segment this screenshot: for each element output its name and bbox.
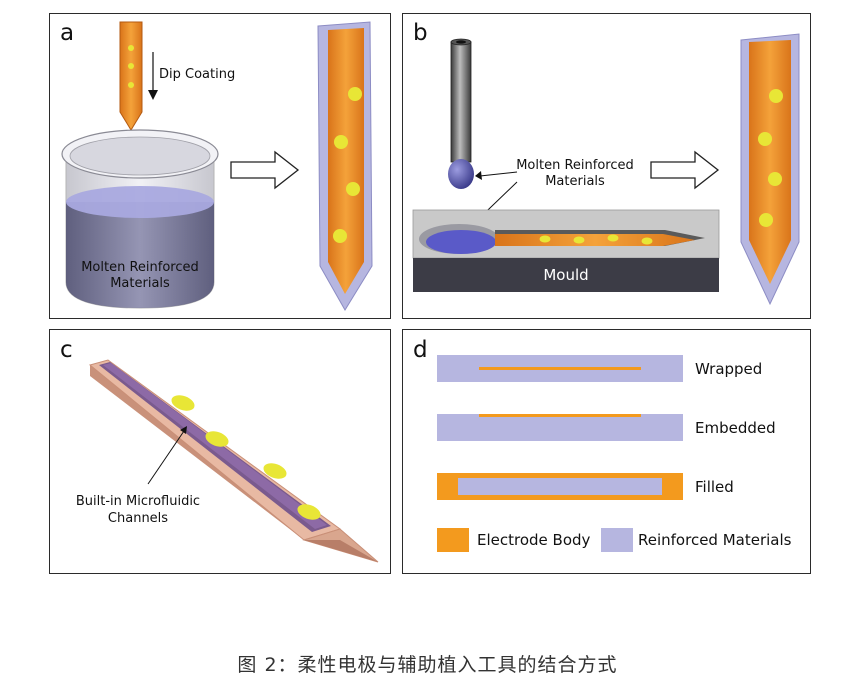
embedded-label: Embedded bbox=[695, 419, 776, 437]
channel-callout bbox=[147, 426, 187, 485]
dip-coating-arrow bbox=[148, 52, 158, 100]
legend-swatch-reinforced bbox=[601, 528, 633, 552]
panel-d-label: d bbox=[413, 337, 428, 363]
panel-a-illustration: a Dip Coating Molten Reinforced Material… bbox=[60, 20, 373, 311]
channels-label-line2: Channels bbox=[108, 511, 168, 526]
mould-label: Mould bbox=[543, 266, 588, 284]
wrapped-configuration bbox=[437, 355, 683, 382]
panel-c-label: c bbox=[60, 337, 73, 363]
dip-coating-label: Dip Coating bbox=[159, 67, 235, 82]
panel-c: c Built-in Microfluidic Channels bbox=[49, 329, 391, 574]
panel-b-label: b bbox=[413, 20, 428, 46]
panel-b-illustration: b Molten Reinforced Materials bbox=[412, 20, 800, 306]
mould bbox=[412, 209, 720, 292]
shuttle-with-channels bbox=[88, 359, 379, 563]
beaker-text-line2: Materials bbox=[110, 276, 170, 291]
coated-electrode bbox=[317, 21, 373, 311]
wrapped-label: Wrapped bbox=[695, 360, 762, 378]
coated-electrode bbox=[740, 33, 800, 306]
molten-label-line1: Molten Reinforced bbox=[516, 158, 634, 173]
channels-label-line1: Built-in Microfluidic bbox=[76, 494, 200, 509]
molten-label-line2: Materials bbox=[545, 174, 605, 189]
panel-a-label: a bbox=[60, 20, 74, 46]
legend-reinforced-label: Reinforced Materials bbox=[638, 531, 792, 549]
process-arrow-icon bbox=[650, 150, 720, 190]
legend-swatch-electrode bbox=[437, 528, 469, 552]
dipping-electrode bbox=[119, 21, 143, 131]
panel-a: a Dip Coating Molten Reinforced Material… bbox=[49, 13, 391, 319]
beaker-text-line1: Molten Reinforced bbox=[81, 260, 199, 275]
panel-d: d Wrapped Embedded Filled Electrode Body… bbox=[402, 329, 811, 574]
panel-c-illustration: c Built-in Microfluidic Channels bbox=[60, 337, 379, 563]
panel-b: b Molten Reinforced Materials bbox=[402, 13, 811, 319]
panel-d-illustration: d Wrapped Embedded Filled Electrode Body… bbox=[413, 337, 792, 552]
dispensing-needle bbox=[448, 38, 474, 189]
beaker bbox=[61, 129, 219, 309]
process-arrow-icon bbox=[230, 150, 300, 190]
filled-label: Filled bbox=[695, 478, 734, 496]
figure-caption: 图 2：柔性电极与辅助植入工具的结合方式 bbox=[237, 654, 618, 676]
filled-configuration bbox=[437, 473, 683, 500]
legend-electrode-label: Electrode Body bbox=[477, 531, 591, 549]
embedded-configuration bbox=[437, 414, 683, 441]
